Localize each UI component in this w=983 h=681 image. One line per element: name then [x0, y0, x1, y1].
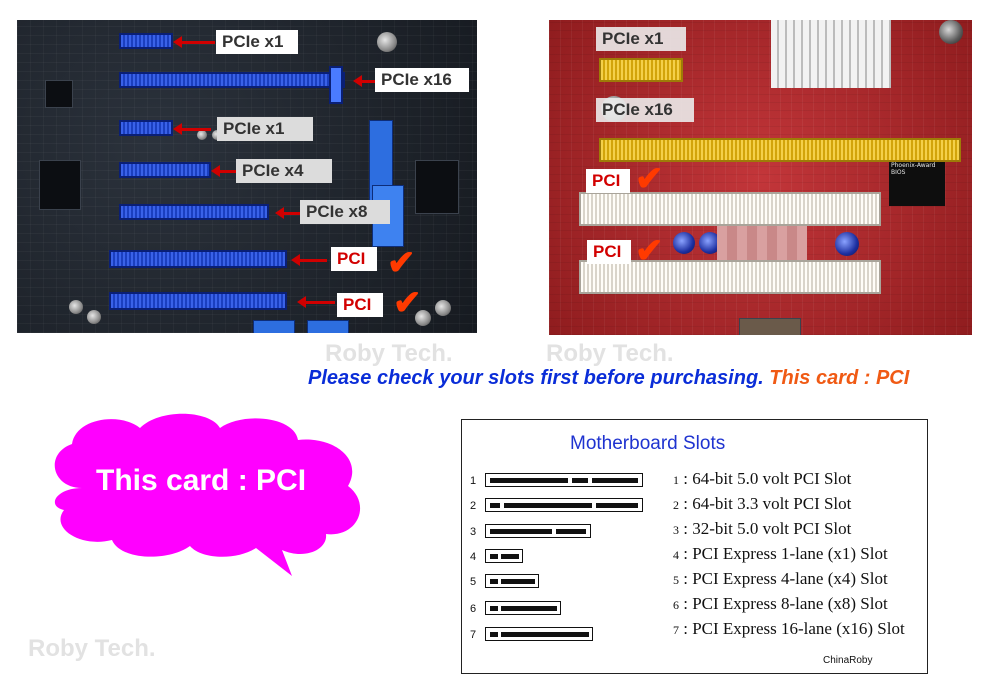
arrow: [173, 36, 215, 48]
headline-highlight: This card : PCI: [769, 367, 910, 389]
watermark: Roby Tech.: [28, 635, 156, 662]
arrow: [353, 75, 379, 87]
pci-slot: [109, 292, 287, 310]
pci-slot: [579, 260, 881, 294]
capacitor: [699, 232, 721, 254]
capacitor: [377, 32, 397, 52]
row-description: 3 : 32-bit 5.0 volt PCI Slot: [673, 519, 852, 538]
diagram-title: Motherboard Slots: [570, 433, 726, 454]
label-pci: PCI: [337, 293, 383, 317]
check-icon: ✔: [387, 244, 416, 282]
watermark: Roby Tech.: [546, 340, 674, 367]
row-description: 6 : PCI Express 8-lane (x8) Slot: [673, 594, 888, 613]
label-pci: PCI: [331, 247, 377, 271]
capacitor: [835, 232, 859, 256]
pcie-x16-slot: [119, 72, 345, 88]
motherboard-photo-right: Phoenix-Award BIOS PCIe x1 PCIe x16 PCI …: [549, 20, 972, 335]
arrow: [291, 254, 327, 266]
callout-text: This card : PCI: [96, 464, 307, 497]
row-number: 3: [470, 526, 477, 538]
row-number: 1: [470, 475, 477, 487]
slot-drawing-pcie-x8: [485, 601, 561, 615]
diagram-credit: ChinaRoby: [823, 655, 873, 666]
motherboard-photo-left: PCIe x1 PCIe x16 PCIe x1 PCIe x4 PCIe x8…: [17, 20, 477, 333]
row-description: 2 : 64-bit 3.3 volt PCI Slot: [673, 494, 852, 513]
label-pcie-x1: PCIe x1: [216, 30, 298, 54]
row-description: 4 : PCI Express 1-lane (x1) Slot: [673, 544, 888, 563]
arrow: [211, 165, 247, 177]
capacitor: [435, 300, 451, 316]
pcie-x4-slot: [119, 162, 211, 178]
headline-main: Please check your slots first before pur…: [308, 367, 764, 389]
label-pci: PCI: [586, 169, 630, 193]
slot-drawing-pcie-x16: [485, 627, 593, 641]
pci-slot: [109, 250, 287, 268]
capacitor: [87, 310, 101, 324]
chip: [415, 160, 459, 214]
pcie-x1-slot: [599, 58, 683, 82]
capacitor: [673, 232, 695, 254]
check-icon: ✔: [635, 160, 664, 198]
connector: [739, 318, 801, 335]
chip: [39, 160, 81, 210]
usb-header: [253, 320, 295, 333]
pcie-x1-slot: [119, 33, 173, 49]
row-number: 6: [470, 603, 477, 615]
slot-drawing-64bit-3v: [485, 498, 643, 512]
slot-drawing-32bit-5v: [485, 524, 591, 538]
slot-drawing-pcie-x1: [485, 549, 523, 563]
watermark: Roby Tech.: [325, 340, 453, 367]
row-number: 2: [470, 500, 477, 512]
slot-latch: [329, 66, 343, 104]
blurred-area: [717, 225, 807, 263]
label-pcie-x8: PCIe x8: [300, 200, 390, 224]
row-number: 7: [470, 629, 477, 641]
headline: Please check your slots first before pur…: [308, 367, 909, 390]
check-icon: ✔: [393, 284, 422, 322]
row-description: 5 : PCI Express 4-lane (x4) Slot: [673, 569, 888, 588]
label-pci: PCI: [587, 240, 631, 264]
pci-slot: [579, 192, 881, 226]
label-pcie-x1: PCIe x1: [217, 117, 313, 141]
chip: [45, 80, 73, 108]
row-number: 5: [470, 576, 477, 588]
label-pcie-x4: PCIe x4: [236, 159, 332, 183]
pcie-x16-slot: [599, 138, 961, 162]
pcie-x1-slot: [119, 120, 173, 136]
slot-drawing-pcie-x4: [485, 574, 539, 588]
arrow: [297, 296, 335, 308]
arrow: [275, 207, 309, 219]
bios-chip: Phoenix-Award BIOS: [889, 160, 945, 206]
heatsink: [771, 20, 891, 88]
pcie-x8-slot: [119, 204, 269, 220]
arrow: [173, 123, 211, 135]
capacitor: [197, 130, 207, 140]
usb-header: [307, 320, 349, 333]
row-number: 4: [470, 551, 477, 563]
label-pcie-x1: PCIe x1: [596, 27, 686, 51]
cloud-callout: [54, 413, 361, 576]
slot-drawing-64bit-5v: [485, 473, 643, 487]
capacitor: [415, 310, 431, 326]
check-icon: ✔: [635, 232, 664, 270]
capacitor: [69, 300, 83, 314]
row-description: 1 : 64-bit 5.0 volt PCI Slot: [673, 469, 852, 488]
label-pcie-x16: PCIe x16: [596, 98, 694, 122]
capacitor: [939, 20, 963, 44]
label-pcie-x16: PCIe x16: [375, 68, 469, 92]
row-description: 7 : PCI Express 16-lane (x16) Slot: [673, 619, 905, 638]
